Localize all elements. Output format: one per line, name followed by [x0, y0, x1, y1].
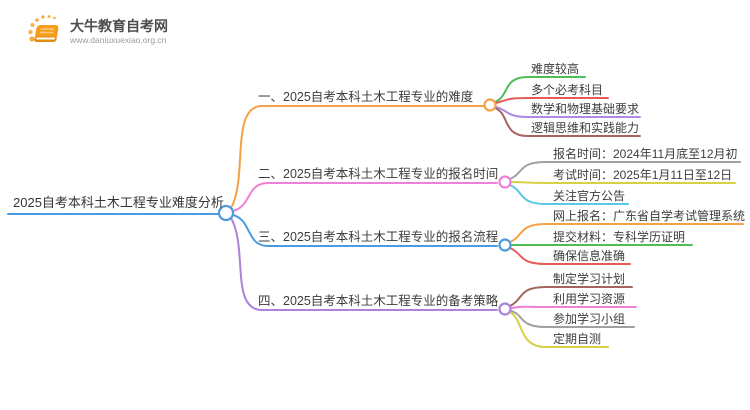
- logo-text: 大牛教育自考网 www.daniuxuexiao.org.cn: [70, 18, 168, 46]
- branch-2-label: 二、2025自考本科土木工程专业的报名时间: [258, 167, 499, 181]
- leaf-label: 关注官方公告: [553, 189, 626, 203]
- site-name: 大牛教育自考网: [70, 18, 168, 34]
- link-b3-leaf-3: [509, 247, 631, 265]
- leaf-label: 网上报名：广东省自学考试管理系统: [553, 209, 746, 223]
- link-central-branch-1: [230, 105, 484, 209]
- leaf-label: 难度较高: [531, 62, 580, 76]
- leaf-label: 逻辑思维和实践能力: [531, 121, 640, 135]
- branch-4-node-circle: [498, 302, 512, 316]
- branch-4-label: 四、2025自考本科土木工程专业的备考策略: [258, 294, 499, 308]
- link-b1-leaf-4: [494, 107, 641, 137]
- leaf-label: 制定学习计划: [553, 272, 626, 286]
- central-topic: 2025自考本科土木工程专业难度分析: [13, 195, 224, 210]
- site-url: www.daniuxuexiao.org.cn: [70, 35, 167, 45]
- link-b4-leaf-2: [510, 305, 637, 309]
- link-b1-leaf-3: [495, 106, 641, 118]
- leaf-label: 确保信息准确: [553, 249, 626, 263]
- link-b4-leaf-4: [509, 311, 609, 348]
- leaf-label: 利用学习资源: [553, 292, 626, 306]
- link-b2-leaf-1: [509, 161, 741, 180]
- link-b2-leaf-2: [510, 181, 736, 184]
- link-b2-leaf-3: [509, 184, 629, 205]
- central-node-circle: [217, 204, 235, 222]
- leaf-label: 提交材料：专科学历证明: [553, 230, 686, 244]
- branch-1-label: 一、2025自考本科土木工程专业的难度: [258, 90, 474, 104]
- link-b1-leaf-2: [495, 97, 609, 104]
- leaf-label: 定期自测: [553, 332, 602, 346]
- book-burst-icon: [28, 15, 59, 42]
- leaf-label: 多个必考科目: [531, 83, 604, 97]
- site-logo: 大牛教育自考网 www.daniuxuexiao.org.cn: [26, 12, 168, 52]
- link-central-branch-3: [232, 214, 498, 247]
- link-b3-leaf-1: [509, 223, 744, 243]
- link-central-branch-4: [230, 217, 498, 311]
- link-b4-leaf-1: [509, 286, 633, 307]
- leaf-label: 考试时间：2025年1月11日至12日: [553, 168, 733, 182]
- link-b1-leaf-1: [494, 76, 586, 103]
- leaf-label: 数学和物理基础要求: [531, 102, 640, 116]
- link-central-branch-2: [232, 182, 498, 212]
- branch-3-label: 三、2025自考本科土木工程专业的报名流程: [258, 230, 499, 244]
- leaf-label: 参加学习小组: [553, 312, 626, 326]
- branch-1-node-circle: [483, 98, 497, 112]
- leaf-label: 报名时间：2024年11月底至12月初: [553, 147, 738, 161]
- branch-2-node-circle: [498, 175, 512, 189]
- link-b4-leaf-3: [510, 310, 635, 328]
- branch-3-node-circle: [498, 238, 512, 252]
